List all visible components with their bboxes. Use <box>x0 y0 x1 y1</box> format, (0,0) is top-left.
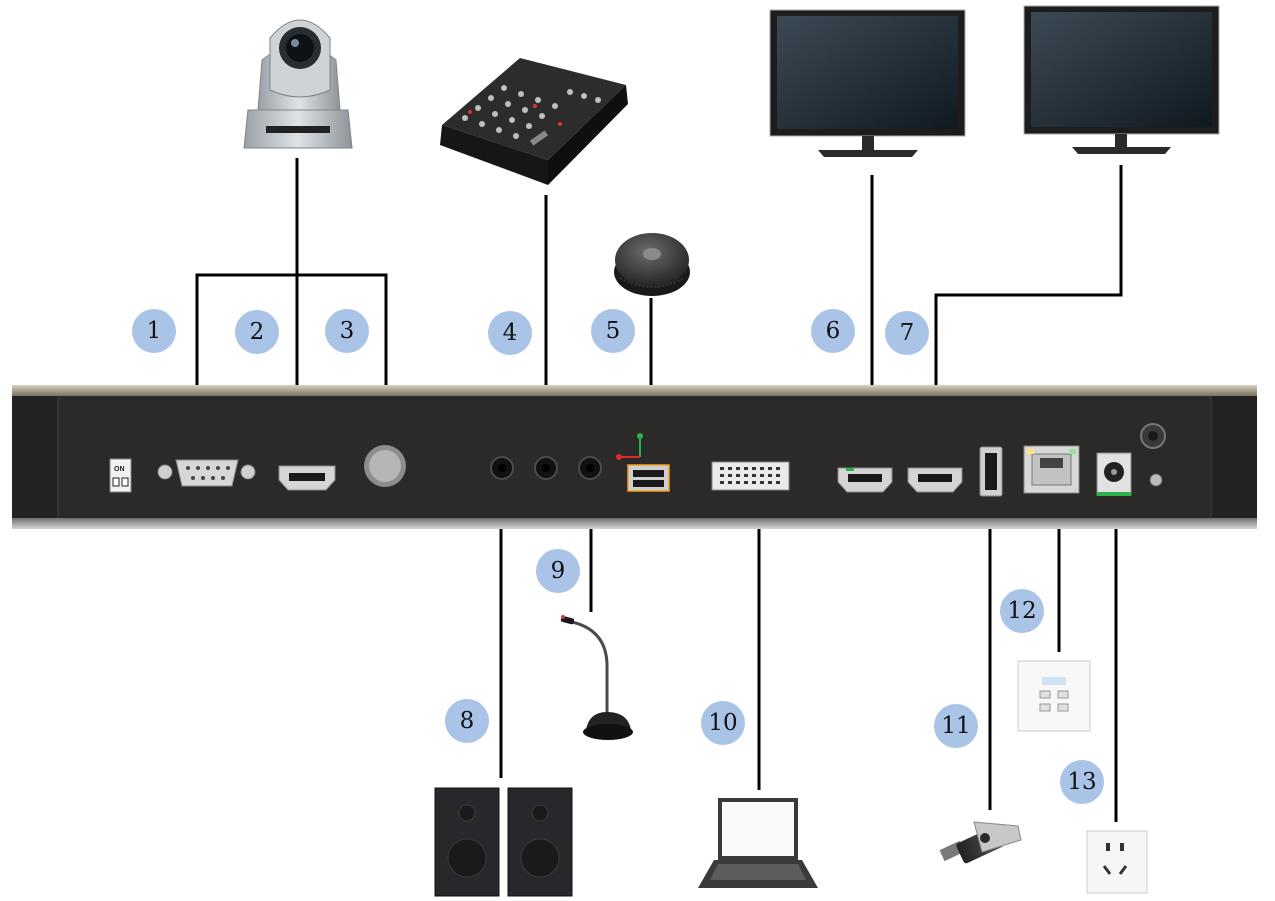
ground-screw <box>1140 423 1166 449</box>
control-port <box>364 445 406 487</box>
ethernet-port <box>1023 445 1080 494</box>
power-switch: ON <box>109 458 132 493</box>
audio-mixer-icon <box>440 58 628 185</box>
dc-power-port <box>1096 452 1132 496</box>
rear-panel: ON <box>12 385 1257 529</box>
camera-control-lines <box>195 273 388 440</box>
power-switch-label: ON <box>114 466 125 473</box>
callout-3: 3 <box>325 309 369 353</box>
hdmi-in-port <box>278 465 336 491</box>
power-outlet-icon <box>1086 830 1148 894</box>
rs232-port <box>157 459 256 487</box>
gooseneck-microphone-icon <box>560 615 633 740</box>
conference-microphone-icon <box>614 233 690 296</box>
callout-13: 13 <box>1060 760 1104 804</box>
laptop-icon <box>698 798 818 888</box>
callout-10: 10 <box>701 701 745 745</box>
usb-drive-icon <box>939 821 1022 864</box>
monitor-icon <box>769 9 966 157</box>
hdmi-out-2-port <box>907 467 963 493</box>
callout-9: 9 <box>536 549 580 593</box>
monitor-icon <box>1023 5 1220 154</box>
ptz-camera-icon <box>243 19 353 149</box>
audio-jacks <box>490 456 602 480</box>
callout-11: 11 <box>934 704 978 748</box>
dvi-port <box>711 461 790 491</box>
speakers-icon <box>434 787 573 897</box>
callout-12: 12 <box>1000 589 1044 633</box>
monitor-2-line <box>934 165 1123 463</box>
indicator-led <box>1149 473 1163 487</box>
callout-5: 5 <box>591 309 635 353</box>
mic-port <box>616 433 670 492</box>
callout-7: 7 <box>885 311 929 355</box>
hdmi-out-1-port <box>837 467 893 493</box>
callout-1: 1 <box>132 309 176 353</box>
callout-4: 4 <box>488 311 532 355</box>
network-wall-jack-icon <box>1017 660 1091 732</box>
callout-2: 2 <box>235 310 279 354</box>
callout-8: 8 <box>445 699 489 743</box>
callout-6: 6 <box>811 309 855 353</box>
usb-port <box>979 446 1003 497</box>
